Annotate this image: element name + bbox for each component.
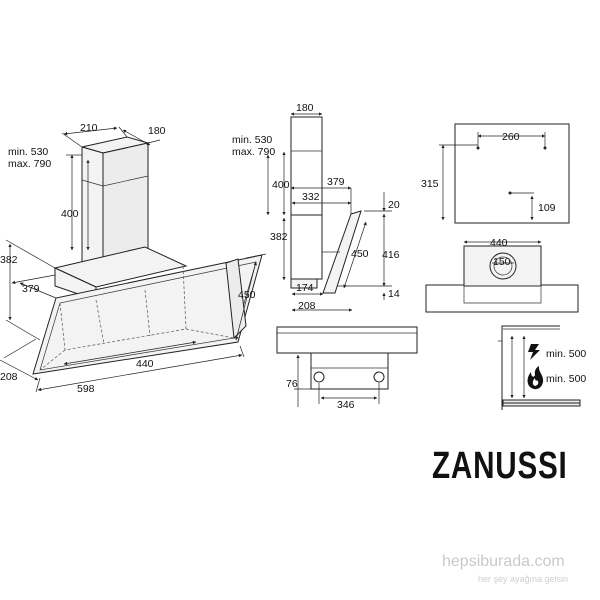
clearance-view: min. 500 min. 500: [498, 325, 586, 410]
dim-450-side: 450: [351, 248, 369, 260]
dim-max790-side: max. 790: [232, 146, 275, 158]
dim-174: 174: [296, 282, 314, 294]
dim-379-iso: 379: [22, 283, 40, 295]
gas-flame-icon: [527, 366, 544, 390]
dim-180-side: 180: [296, 102, 314, 114]
iso-hood-view: 210 180 min. 530 max. 790 400 382 379 44…: [0, 122, 267, 395]
dim-180-iso: 180: [148, 125, 166, 137]
electric-hob-icon: [528, 344, 540, 360]
dim-346: 346: [337, 399, 355, 411]
brand-logo: ZANUSSI: [432, 445, 568, 487]
dim-382-side: 382: [270, 231, 288, 243]
dim-76: 76: [286, 378, 298, 390]
dim-598: 598: [77, 383, 95, 395]
dim-20: 20: [388, 199, 400, 211]
dim-min500-gas: min. 500: [546, 373, 586, 385]
top-view: 440 150: [425, 237, 579, 313]
dim-109: 109: [538, 202, 556, 214]
dim-14: 14: [388, 288, 400, 300]
dim-150: 150: [493, 256, 511, 268]
dim-400-side: 400: [272, 179, 290, 191]
watermark-tagline: her şey ayağına gelsin: [478, 574, 569, 584]
dim-440-iso: 440: [136, 358, 154, 370]
dim-min530-iso: min. 530: [8, 146, 48, 158]
chimney-front: [81, 146, 104, 272]
dim-450-iso: 450: [238, 289, 256, 301]
bottom-view: 76 346: [276, 326, 418, 411]
dim-440-top: 440: [490, 237, 508, 249]
dim-min530-side: min. 530: [232, 134, 272, 146]
dim-416: 416: [382, 249, 400, 261]
wall-mount-view: 260 315 109: [421, 123, 570, 224]
dim-379-side: 379: [327, 176, 345, 188]
dim-260: 260: [502, 131, 520, 143]
side-view: 180 min. 530 max. 790 400 379 332 20 382…: [232, 102, 400, 312]
watermark: hepsiburada.com: [442, 553, 565, 570]
dim-min500-electric: min. 500: [546, 348, 586, 360]
dim-332: 332: [302, 191, 320, 203]
dim-210: 210: [80, 122, 98, 134]
dim-max790-iso: max. 790: [8, 158, 51, 170]
dim-315: 315: [421, 178, 439, 190]
dim-208-side: 208: [298, 300, 316, 312]
dim-382-iso: 382: [0, 254, 18, 266]
dim-400-iso: 400: [61, 208, 79, 220]
dim-208-iso: 208: [0, 371, 18, 383]
